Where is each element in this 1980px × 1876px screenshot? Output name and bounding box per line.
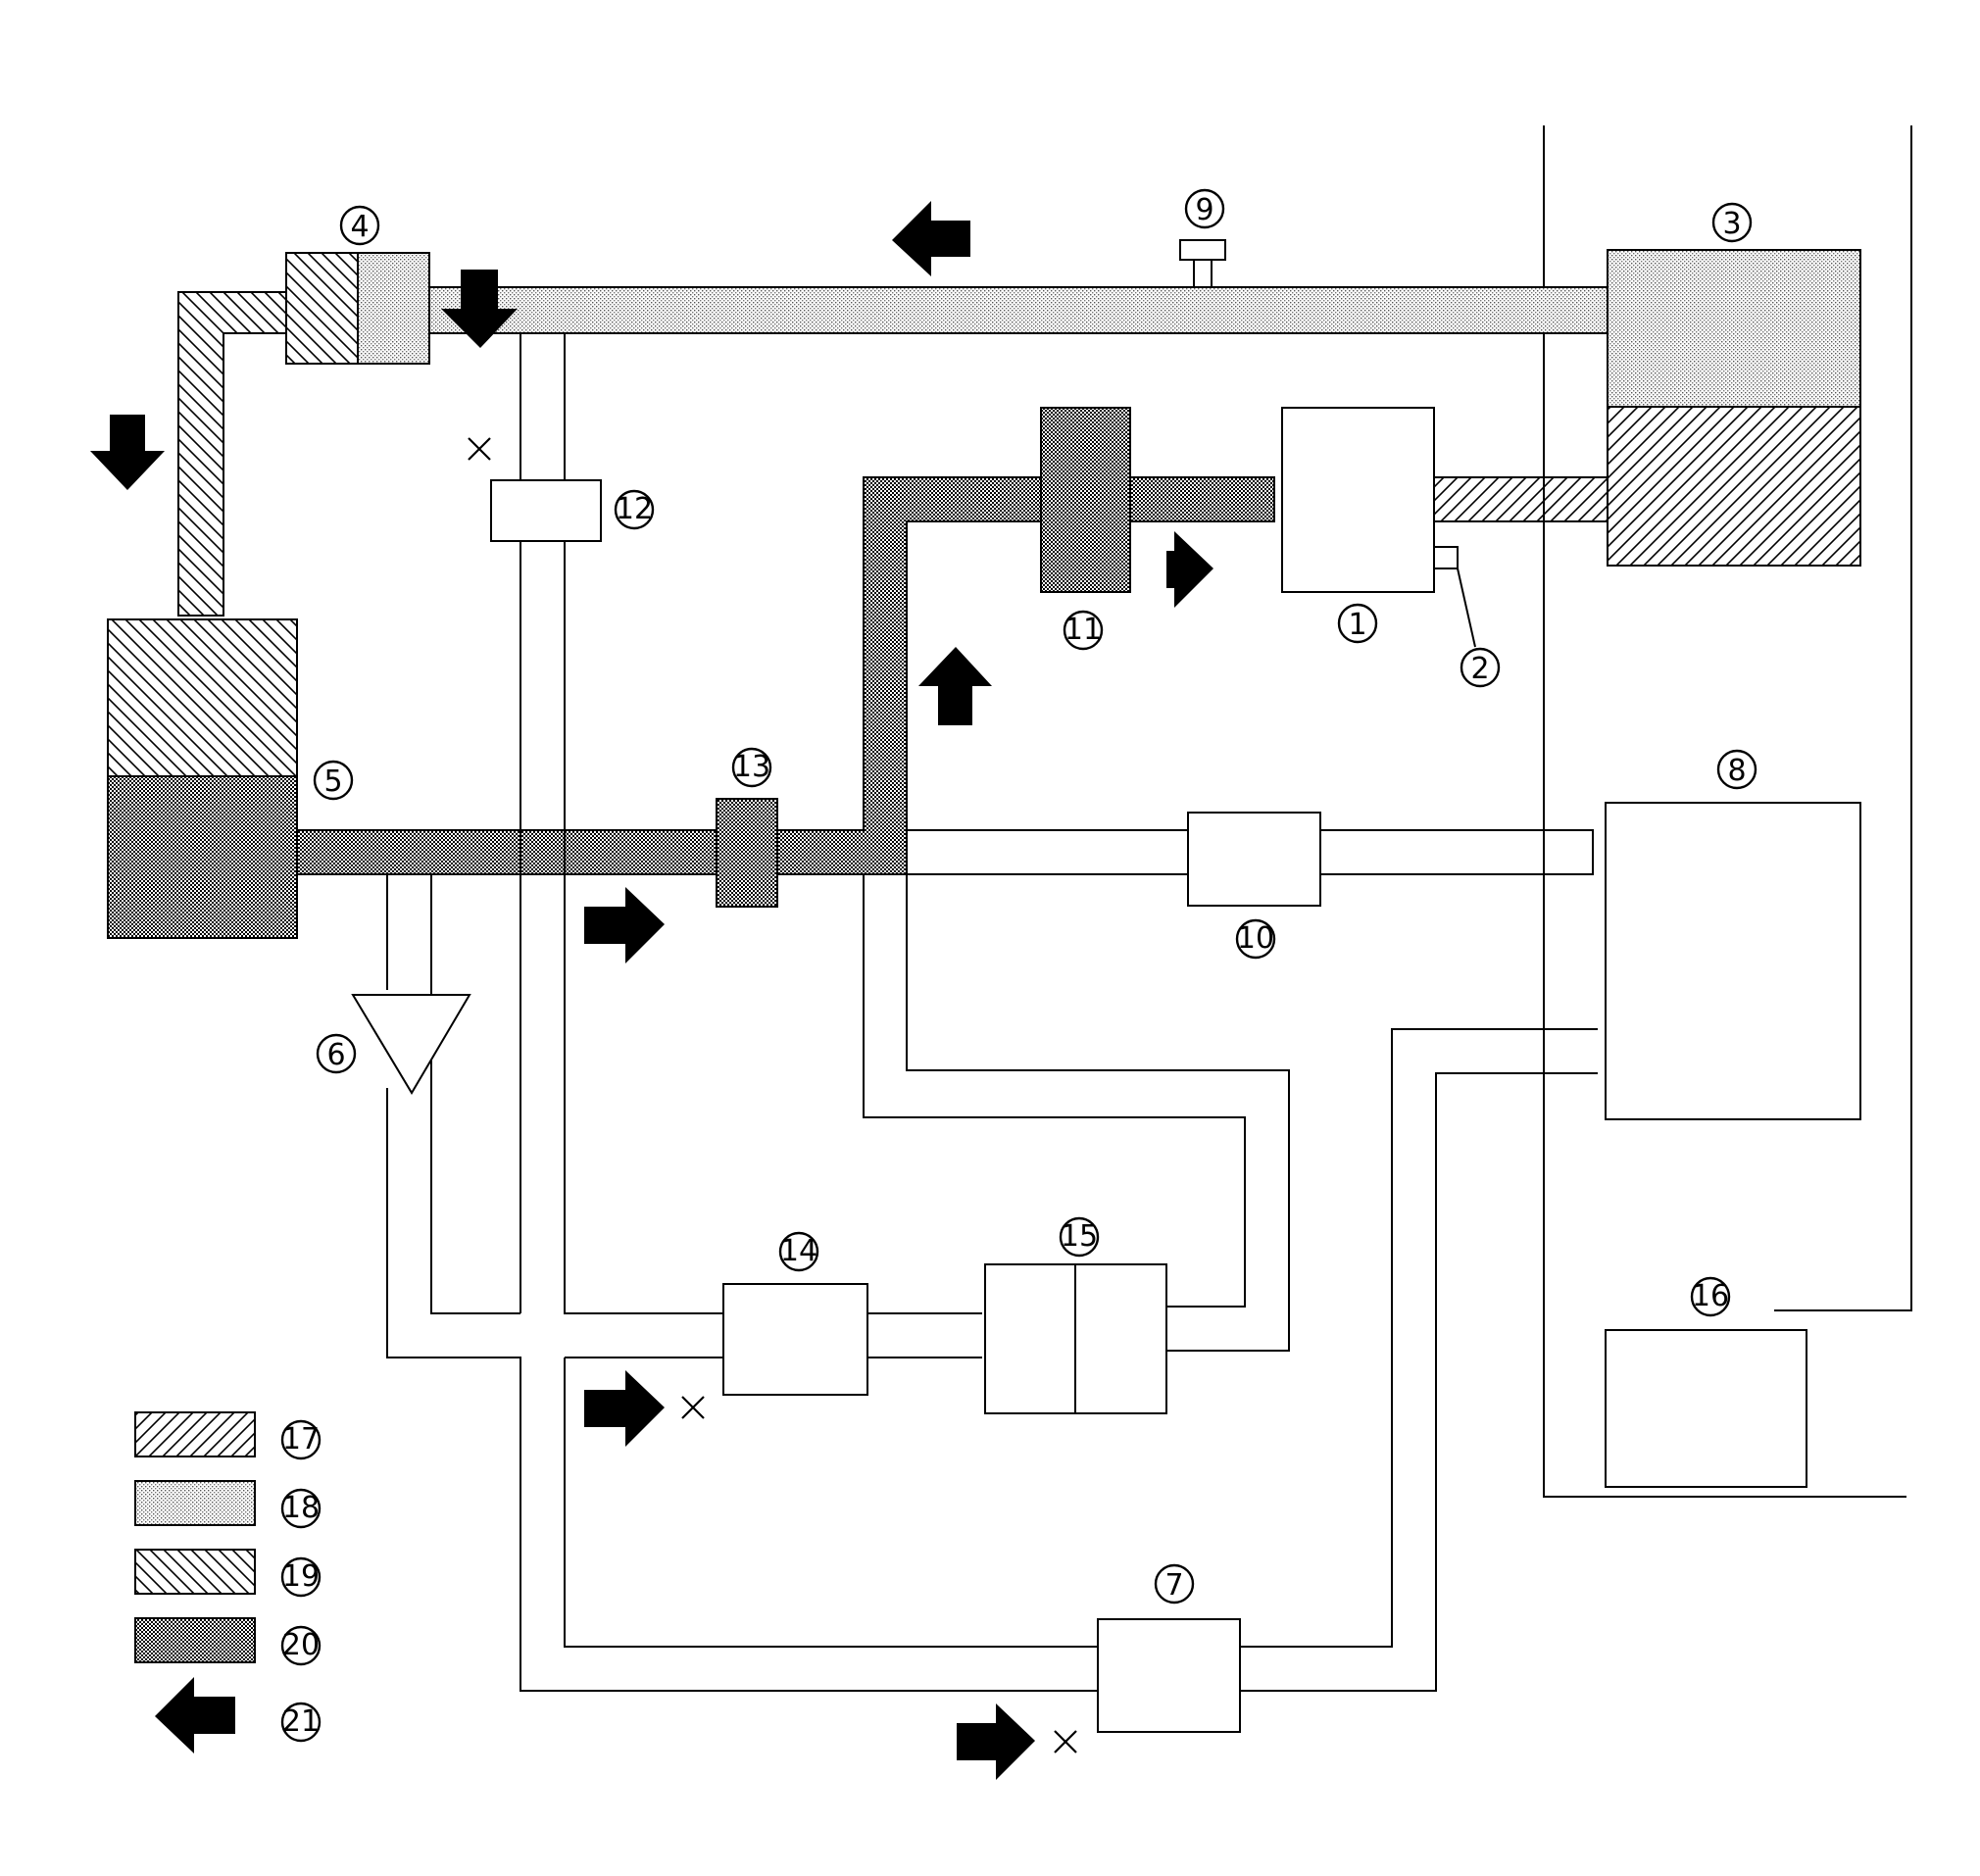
svg-text:10: 10 [1237,921,1274,956]
svg-text:1: 1 [1348,608,1366,642]
svg-text:20: 20 [282,1628,320,1662]
callout-11: 11 [1063,610,1104,651]
component-8 [1605,802,1861,1120]
callout-4: 4 [339,205,380,246]
flow-arrow-icon [1166,531,1213,608]
svg-text:8: 8 [1727,754,1746,788]
callout-16: 16 [1690,1276,1731,1317]
component-5 [107,618,298,939]
svg-text:2: 2 [1470,652,1489,686]
svg-text:9: 9 [1195,193,1213,227]
callout-3: 3 [1711,202,1753,243]
callout-6: 6 [316,1033,357,1074]
callout-1: 1 [1337,603,1378,644]
callout-18: 18 [280,1488,322,1529]
flow-arrow-icon [584,1370,665,1447]
svg-text:14: 14 [780,1234,817,1268]
flow-arrow-icon [584,887,665,963]
svg-text:17: 17 [282,1422,320,1456]
callout-21: 21 [280,1702,322,1743]
svg-text:5: 5 [323,765,342,799]
component-14 [722,1283,868,1396]
legend-swatch-17 [134,1411,256,1457]
flow-arrow-icon [918,647,992,725]
svg-text:3: 3 [1722,207,1741,241]
component-16 [1605,1329,1807,1488]
callout-7: 7 [1154,1563,1195,1604]
callout-14: 14 [778,1231,819,1272]
component-11 [1040,407,1131,593]
flow-arrow-icon [957,1703,1035,1780]
flow-arrow-icon [441,270,518,348]
svg-text:19: 19 [282,1559,320,1594]
svg-text:16: 16 [1692,1279,1729,1313]
callout-15: 15 [1059,1216,1100,1258]
pipe-3-to-1 [1427,476,1609,522]
blocked-markers [468,437,1077,1753]
callout-19: 19 [280,1556,322,1598]
valve-9 [1179,239,1226,288]
callout-10: 10 [1235,918,1276,960]
component-1 [1281,407,1435,593]
legend-swatch-20 [134,1617,256,1663]
component-15 [984,1263,1167,1414]
component-13 [716,798,778,908]
svg-text:13: 13 [733,750,770,784]
legend-swatch-18 [134,1480,256,1526]
svg-text:18: 18 [282,1491,320,1525]
x-mark-icon [468,437,491,461]
sensor-2 [1433,546,1459,569]
callout-2: 2 [1460,647,1501,688]
flow-arrows [90,201,1213,1780]
svg-text:7: 7 [1164,1568,1183,1603]
legend [134,1411,256,1753]
svg-text:21: 21 [282,1704,320,1739]
callout-13: 13 [731,747,772,788]
svg-text:6: 6 [326,1038,345,1072]
callout-12: 12 [614,489,655,530]
pipe-top-light [428,286,1609,334]
callout-8: 8 [1716,749,1757,790]
flow-arrow-icon [90,415,165,490]
component-4 [285,252,430,365]
x-mark-icon [681,1396,705,1419]
x-mark-icon [1054,1730,1077,1753]
component-6 [351,994,471,1095]
tank-3 [1607,249,1861,567]
legend-arrow-21 [155,1677,235,1753]
pipe-5-to-1-dense [296,476,1275,875]
callout-20: 20 [280,1625,322,1666]
callouts: 1 2 3 4 5 6 7 8 9 10 11 12 13 14 15 16 1… [280,188,1757,1743]
component-7 [1097,1618,1241,1733]
component-10 [1187,812,1321,907]
callout-5: 5 [313,760,354,801]
svg-text:12: 12 [616,492,653,526]
callout-9: 9 [1184,188,1225,229]
callout-17: 17 [280,1419,322,1460]
legend-swatch-19 [134,1549,256,1595]
svg-text:4: 4 [350,210,369,244]
svg-text:15: 15 [1061,1219,1098,1254]
pipe-4-to-5 [177,291,287,617]
svg-text:11: 11 [1064,613,1102,647]
flow-arrow-icon [892,201,970,276]
component-12 [490,479,602,542]
